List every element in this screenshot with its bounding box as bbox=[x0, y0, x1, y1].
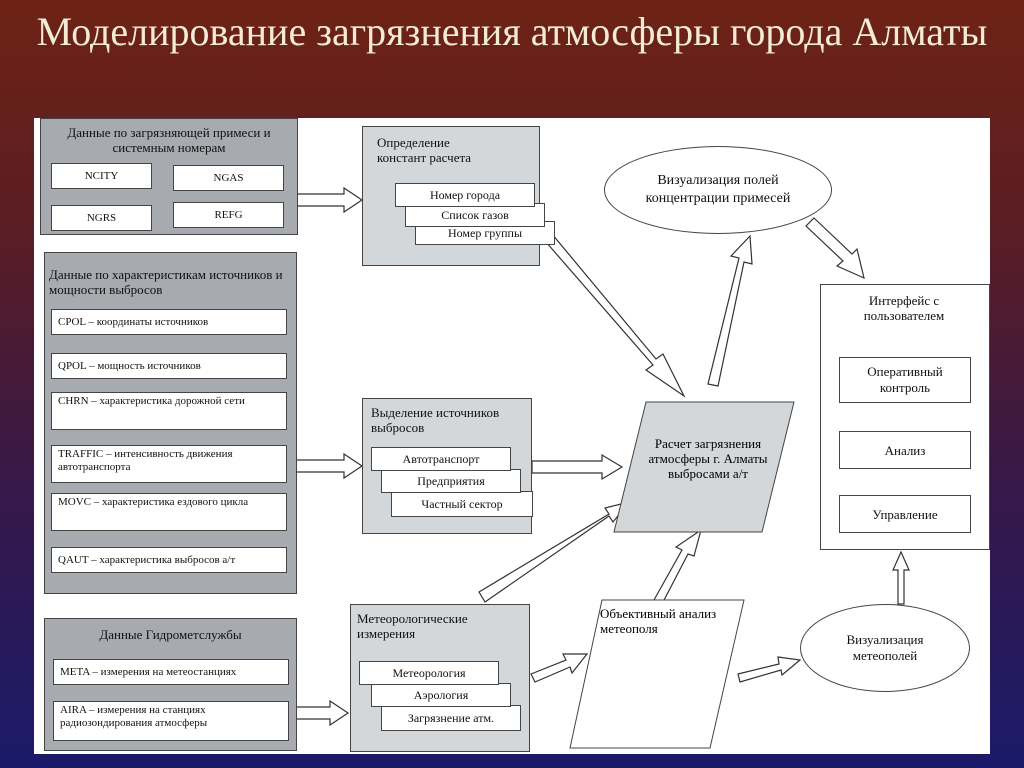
movc-item: MOVC – характеристика ездового цикла bbox=[51, 493, 287, 531]
calc-constants-header: Определение констант расчета bbox=[377, 135, 472, 165]
arrow-constants-to-calc bbox=[538, 227, 686, 398]
objective-analysis-node: Объективный анализ метеополя bbox=[600, 606, 717, 636]
meta-item: META – измерения на метеостанциях bbox=[53, 659, 289, 685]
meteofield-visualization-node: Визуализация метеополей bbox=[800, 604, 970, 692]
ncity-item: NCITY bbox=[51, 163, 152, 189]
analysis-item: Анализ bbox=[839, 431, 971, 469]
sources-selection-box: Выделение источников выбросов Частный се… bbox=[362, 398, 533, 534]
objective-parallelogram bbox=[569, 599, 745, 749]
vehicles-item: Автотранспорт bbox=[371, 447, 511, 471]
qpol-item: QPOL – мощность источников bbox=[51, 353, 287, 379]
aira-item: AIRA – измерения на станциях радиозондир… bbox=[53, 701, 289, 741]
ngas-item: NGAS bbox=[173, 165, 284, 191]
arrow-data2-to-sources bbox=[294, 452, 364, 480]
hydromet-data-header: Данные Гидрометслужбы bbox=[99, 627, 242, 642]
arrows-layer bbox=[294, 186, 910, 727]
meteo-measurements-box: Метеорологические измерения Загрязнение … bbox=[350, 604, 530, 752]
arrow-meteovis-to-interface bbox=[892, 550, 910, 605]
meteorology-item: Метеорология bbox=[359, 661, 499, 685]
traffic-item: TRAFFIC – интенсивность движения автотра… bbox=[51, 445, 287, 483]
atm-pollution-item: Загрязнение атм. bbox=[381, 705, 521, 731]
pollutant-data-header: Данные по загрязняющей примеси и системн… bbox=[67, 125, 271, 155]
pollution-calculation-node: Расчет загрязнения атмосферы г. Алматы в… bbox=[648, 435, 768, 481]
chrn-item: CHRN – характеристика дорожной сети bbox=[51, 392, 287, 430]
arrow-objective-to-meteovis bbox=[737, 656, 802, 683]
hydromet-data-group: Данные Гидрометслужбы META – измерения н… bbox=[44, 618, 297, 751]
arrow-visualization-to-interface bbox=[805, 217, 865, 280]
cpol-item: CPOL – координаты источников bbox=[51, 309, 287, 335]
arrow-objective-to-calc bbox=[653, 528, 702, 605]
refg-item: REFG bbox=[173, 202, 284, 228]
ngrs-item: NGRS bbox=[51, 205, 152, 231]
management-item: Управление bbox=[839, 495, 971, 533]
user-interface-header: Интерфейс с пользователем bbox=[863, 293, 945, 323]
calc-parallelogram bbox=[613, 401, 795, 533]
aerology-item: Аэрология bbox=[371, 683, 511, 707]
diagram-canvas: Данные по загрязняющей примеси и системн… bbox=[34, 118, 990, 754]
calc-constants-box: Определение констант расчета Номер групп… bbox=[362, 126, 555, 266]
slide-title: Моделирование загрязнения атмосферы горо… bbox=[36, 9, 988, 54]
sources-selection-header: Выделение источников выбросов bbox=[371, 405, 500, 435]
qaut-item: QAUT – характеристика выбросов а/т bbox=[51, 547, 287, 573]
concentration-visualization-node: Визуализация полей концентрации примесей bbox=[604, 146, 832, 234]
pollutant-data-group: Данные по загрязняющей примеси и системн… bbox=[40, 118, 298, 235]
city-number-item: Номер города bbox=[395, 183, 535, 207]
arrow-data1-to-constants bbox=[295, 186, 364, 214]
enterprises-item: Предприятия bbox=[381, 469, 521, 493]
arrow-sources-to-calc bbox=[531, 453, 624, 481]
arrow-meteo-to-objective bbox=[530, 653, 589, 683]
gas-list-item: Список газов bbox=[405, 203, 545, 227]
meteo-measurements-header: Метеорологические измерения bbox=[357, 611, 468, 641]
arrow-data3-to-meteo bbox=[295, 699, 350, 727]
arrow-calc-to-visualization bbox=[707, 234, 753, 387]
operational-control-item: Оперативный контроль bbox=[839, 357, 971, 403]
emission-sources-data-header: Данные по характеристикам источников и м… bbox=[49, 267, 283, 297]
emission-sources-data-group: Данные по характеристикам источников и м… bbox=[44, 252, 297, 594]
private-sector-item: Частный сектор bbox=[391, 491, 533, 517]
user-interface-box: Интерфейс с пользователем Оперативный ко… bbox=[820, 284, 990, 550]
